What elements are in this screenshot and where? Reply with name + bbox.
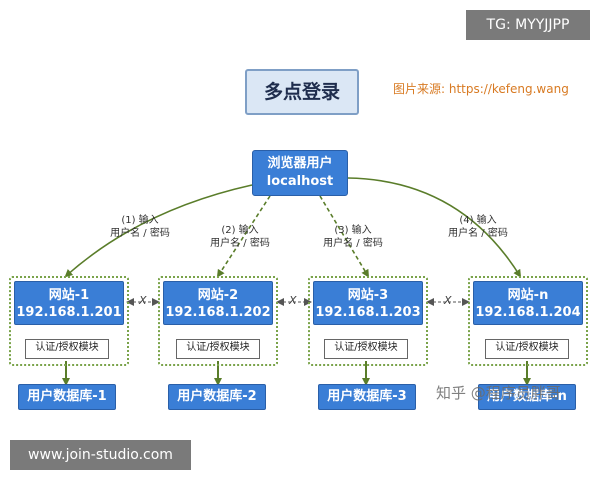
step-text: 用户名 / 密码 — [110, 228, 170, 239]
diagram-title: 多点登录 — [245, 69, 359, 115]
browser-host-label: localhost — [266, 174, 334, 189]
site-1-node: 网站-1 192.168.1.201 — [14, 281, 124, 325]
zhihu-watermark: 知乎 @程序员胖哥 — [436, 384, 561, 402]
image-source-note: 图片来源: https://kefeng.wang — [393, 82, 569, 96]
step-number: (3) 输入 — [334, 225, 372, 236]
site-n-frame — [468, 276, 588, 366]
user-db-3: 用户数据库-3 — [318, 384, 416, 410]
site-name: 网站-2 — [197, 288, 239, 303]
arrow-browser-to-site-3 — [319, 195, 370, 278]
browser-user-node: 浏览器用户 localhost — [252, 150, 348, 196]
site-3-node: 网站-3 192.168.1.203 — [313, 281, 423, 325]
cross-mark-1-2: X — [139, 294, 147, 307]
site-n-auth-module: 认证/授权模块 — [485, 339, 569, 359]
footer-domain: www.join-studio.com — [10, 440, 191, 470]
site-name: 网站-1 — [48, 288, 90, 303]
site-n-node: 网站-n 192.168.1.204 — [473, 281, 583, 325]
site-ip: 192.168.1.203 — [315, 305, 421, 320]
browser-user-label: 浏览器用户 — [267, 156, 333, 171]
step-label-2: (2) 输入 用户名 / 密码 — [205, 224, 275, 250]
site-1-auth-module: 认证/授权模块 — [25, 339, 109, 359]
site-2-frame — [158, 276, 278, 366]
arrow-browser-to-site-1 — [64, 184, 253, 278]
step-label-1: (1) 输入 用户名 / 密码 — [105, 214, 175, 240]
step-label-4: (4) 输入 用户名 / 密码 — [443, 214, 513, 240]
site-1-frame — [9, 276, 129, 366]
step-text: 用户名 / 密码 — [323, 238, 383, 249]
step-text: 用户名 / 密码 — [210, 238, 270, 249]
site-2-auth-module: 认证/授权模块 — [176, 339, 260, 359]
site-ip: 192.168.1.201 — [16, 305, 122, 320]
step-number: (1) 输入 — [121, 215, 159, 226]
site-ip: 192.168.1.204 — [475, 305, 581, 320]
top-tag: TG: MYYJJPP — [466, 10, 590, 40]
site-name: 网站-n — [507, 288, 549, 303]
cross-mark-2-3: X — [289, 294, 297, 307]
user-db-1: 用户数据库-1 — [18, 384, 116, 410]
site-3-auth-module: 认证/授权模块 — [324, 339, 408, 359]
site-2-node: 网站-2 192.168.1.202 — [163, 281, 273, 325]
user-db-2: 用户数据库-2 — [168, 384, 266, 410]
step-number: (2) 输入 — [221, 225, 259, 236]
site-name: 网站-3 — [347, 288, 389, 303]
arrow-browser-to-site-n — [347, 177, 522, 278]
site-3-frame — [308, 276, 428, 366]
step-label-3: (3) 输入 用户名 / 密码 — [318, 224, 388, 250]
site-ip: 192.168.1.202 — [165, 305, 271, 320]
step-text: 用户名 / 密码 — [448, 228, 508, 239]
arrow-browser-to-site-2 — [216, 195, 271, 278]
step-number: (4) 输入 — [459, 215, 497, 226]
user-db-n: 用户数据库-n — [478, 384, 576, 410]
cross-mark-3-n: X — [444, 294, 452, 307]
